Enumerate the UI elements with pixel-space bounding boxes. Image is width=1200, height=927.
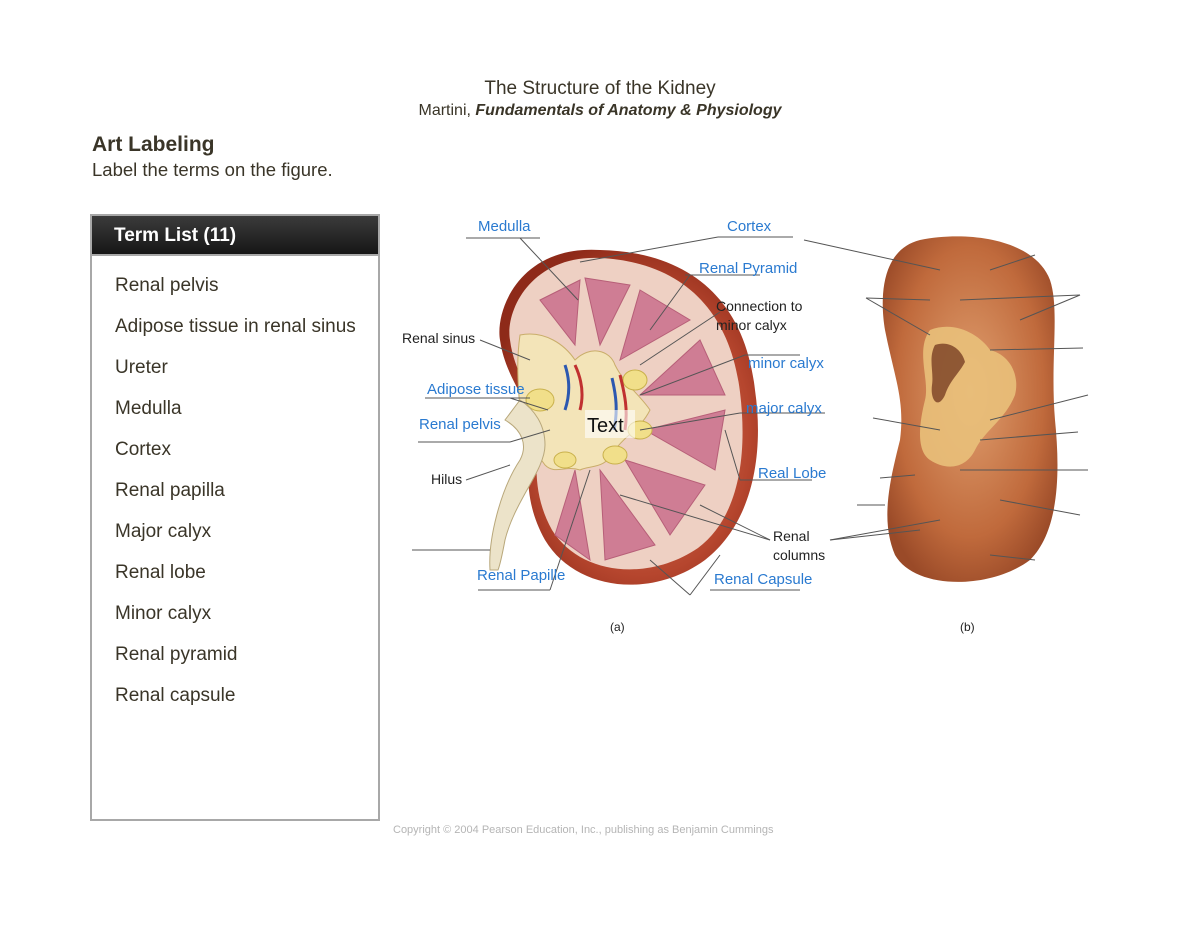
label-cortex[interactable]: Cortex xyxy=(727,218,772,235)
term-item[interactable]: Renal lobe xyxy=(115,562,206,583)
panel-a-label: (a) xyxy=(610,620,625,634)
answer-labels: Medulla Cortex Renal Pyramid minor calyx… xyxy=(419,218,826,588)
book-title: Fundamentals of Anatomy & Physiology xyxy=(475,102,782,119)
term-list: Renal pelvis Adipose tissue in renal sin… xyxy=(92,273,378,709)
term-list-panel: Term List (11) Renal pelvis Adipose tiss… xyxy=(90,214,380,821)
photo-sinus-dark xyxy=(931,343,965,403)
printed-labels: Connection to minor calyx Renal sinus Hi… xyxy=(402,298,975,634)
label-renal-sinus: Renal sinus xyxy=(402,330,475,346)
term-item[interactable]: Renal capsule xyxy=(115,685,236,706)
leader-lines-a xyxy=(412,236,825,596)
term-item[interactable]: Renal papilla xyxy=(115,480,225,501)
page-subtitle: Martini, Fundamentals of Anatomy & Physi… xyxy=(0,102,1200,120)
renal-pyramids xyxy=(539,277,726,562)
text-box-label: Text xyxy=(587,415,624,437)
term-item[interactable]: Minor calyx xyxy=(115,603,212,624)
term-item[interactable]: Adipose tissue in renal sinus xyxy=(115,316,356,337)
term-item[interactable]: Renal pyramid xyxy=(115,644,238,665)
label-renal-pyramid[interactable]: Renal Pyramid xyxy=(699,260,797,277)
panel-b-label: (b) xyxy=(960,620,975,634)
term-list-header: Term List (11) xyxy=(92,216,378,256)
term-item[interactable]: Ureter xyxy=(115,357,168,378)
author-name: Martini, xyxy=(418,102,471,119)
label-real-lobe[interactable]: Real Lobe xyxy=(758,465,826,482)
label-renal-capsule[interactable]: Renal Capsule xyxy=(714,571,812,588)
copyright-footer: Copyright © 2004 Pearson Education, Inc.… xyxy=(393,824,774,836)
page-header: The Structure of the Kidney Martini, Fun… xyxy=(0,78,1200,120)
label-renal-papille[interactable]: Renal Papille xyxy=(477,567,565,584)
label-renal-columns-2: columns xyxy=(773,547,825,563)
photo-leader-lines xyxy=(803,239,1089,561)
ureter-shape xyxy=(489,399,546,571)
instructions-text: Label the terms on the figure. xyxy=(92,159,333,180)
label-minor-calyx[interactable]: minor calyx xyxy=(748,355,824,372)
term-item[interactable]: Cortex xyxy=(115,439,171,460)
instructions: Art Labeling Label the terms on the figu… xyxy=(92,133,333,181)
text-label-box xyxy=(585,410,635,438)
term-item[interactable]: Renal pelvis xyxy=(115,275,219,296)
label-renal-columns-1: Renal xyxy=(773,528,810,544)
label-connection-1: Connection to xyxy=(716,298,803,314)
page-title: The Structure of the Kidney xyxy=(484,78,716,99)
label-medulla[interactable]: Medulla xyxy=(478,218,531,235)
kidney-photo xyxy=(803,236,1089,582)
term-item[interactable]: Major calyx xyxy=(115,521,212,542)
label-connection-2: minor calyx xyxy=(716,317,787,333)
term-item[interactable]: Medulla xyxy=(115,398,182,419)
label-adipose-tissue[interactable]: Adipose tissue xyxy=(427,381,525,398)
label-major-calyx[interactable]: major calyx xyxy=(746,400,822,417)
label-renal-pelvis[interactable]: Renal pelvis xyxy=(419,416,501,433)
instructions-title: Art Labeling xyxy=(92,133,215,156)
label-hilus: Hilus xyxy=(431,471,462,487)
